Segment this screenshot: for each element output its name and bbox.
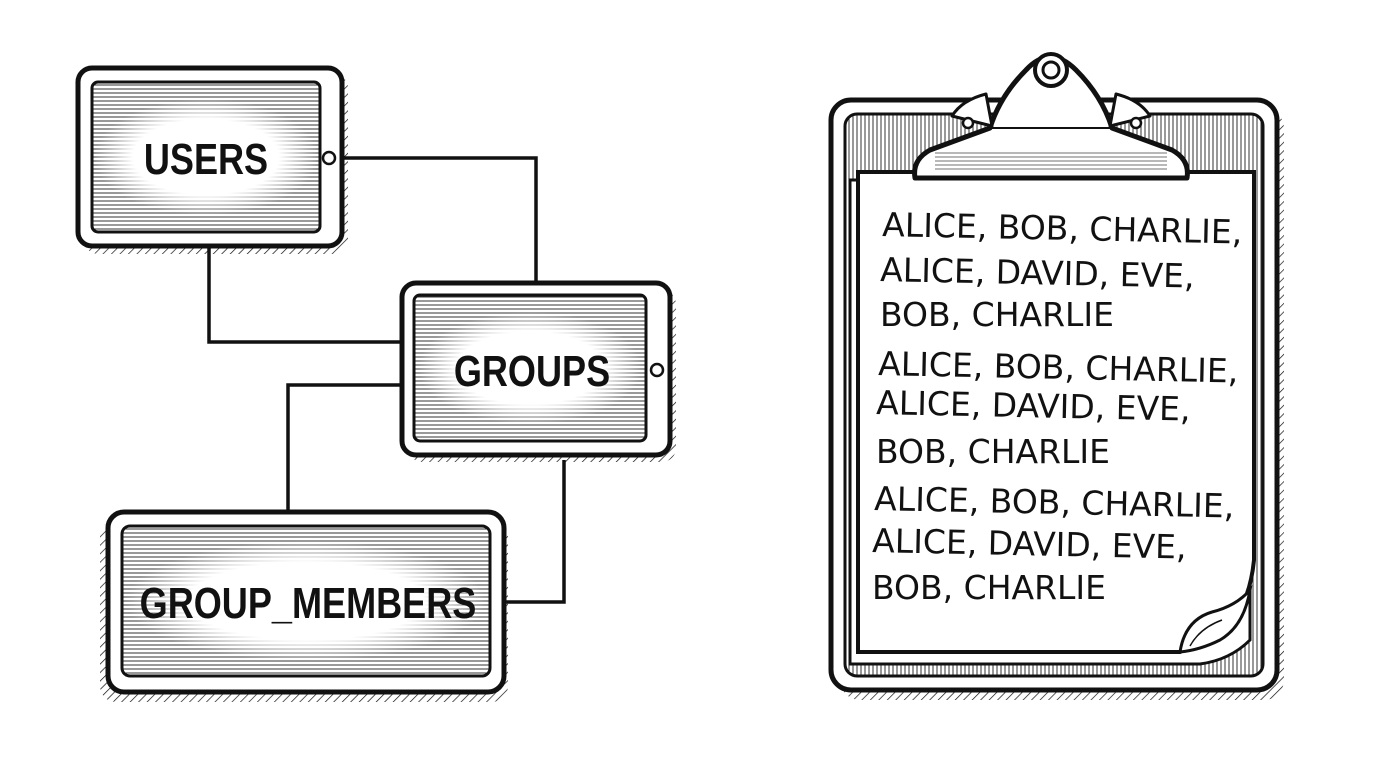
list-line: BOB, CHARLIE (876, 432, 1110, 471)
list-line: ALICE, DAVID, EVE, (876, 383, 1191, 429)
list-line: ALICE, BOB, CHARLIE, (882, 205, 1243, 252)
groups-to-members-line (286, 383, 402, 512)
table-groups-label: GROUPS (454, 347, 610, 396)
list-line: ALICE, DAVID, EVE, (880, 250, 1195, 296)
list-line: ALICE, BOB, CHARLIE, (874, 479, 1235, 526)
list-line: ALICE, BOB, CHARLIE, (878, 344, 1239, 391)
port-icon (649, 362, 665, 378)
list-line: BOB, CHARLIE (872, 568, 1106, 607)
table-group-members: GROUP_MEMBERS (100, 509, 508, 702)
table-groups: GROUPS (399, 280, 676, 462)
clipboard-clip-icon (912, 52, 1190, 181)
relationship-lines (207, 156, 566, 604)
clipboard: ALICE, BOB, CHARLIE, ALICE, DAVID, EVE, … (828, 52, 1284, 700)
users-to-groups-lower-line (207, 245, 402, 344)
table-users: USERS (75, 65, 348, 254)
list-line: BOB, CHARLIE (880, 295, 1114, 334)
table-users-label: USERS (144, 135, 268, 184)
list-line: ALICE, DAVID, EVE, (872, 521, 1187, 567)
table-group-members-label: GROUP_MEMBERS (140, 579, 477, 628)
clipboard-list: ALICE, BOB, CHARLIE, ALICE, DAVID, EVE, … (872, 205, 1243, 607)
users-to-groups-line (338, 156, 538, 283)
members-to-groups-line (504, 460, 566, 604)
port-icon (321, 150, 337, 166)
